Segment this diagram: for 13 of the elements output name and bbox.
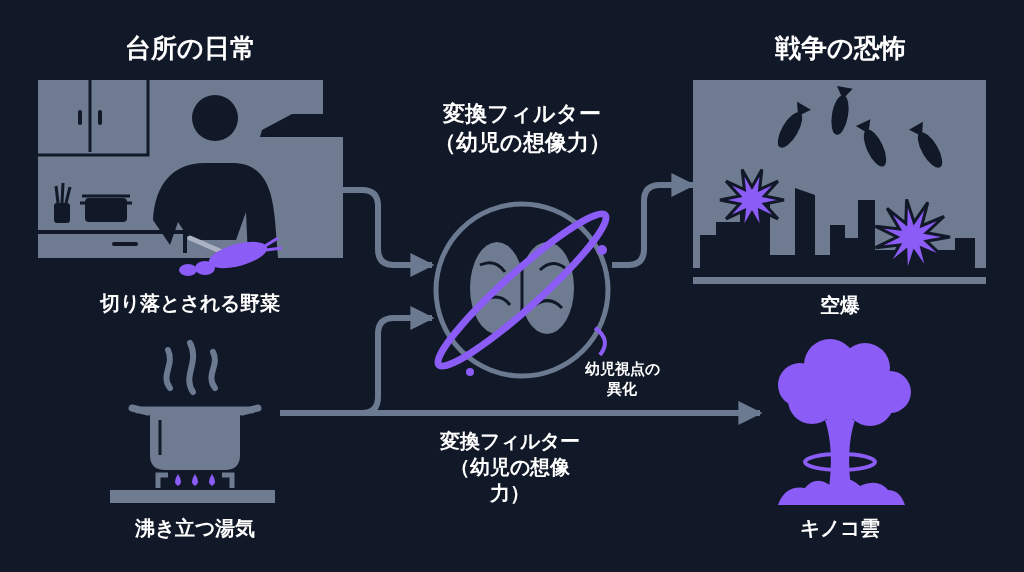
picture-caption: キノコ雲	[799, 515, 881, 541]
kitchen-drawing	[38, 80, 343, 278]
column-heading: 台所の日常	[123, 32, 257, 65]
annotation-text: 幼児視点の異化	[583, 360, 661, 399]
airstrike-drawing	[693, 80, 986, 285]
picture-caption: 沸き立つ湯気	[134, 515, 256, 541]
arrow	[280, 401, 763, 425]
column-heading: 戦争の恐怖	[773, 32, 907, 65]
picture-caption: 切り落とされる野菜	[98, 290, 281, 316]
arrow	[343, 187, 435, 277]
filter-heading: 変換フィルター（幼児の想像力）	[432, 100, 612, 157]
edge-label: 変換フィルター（幼児の想像力）	[439, 428, 581, 506]
picture-caption: 空爆	[819, 292, 861, 318]
